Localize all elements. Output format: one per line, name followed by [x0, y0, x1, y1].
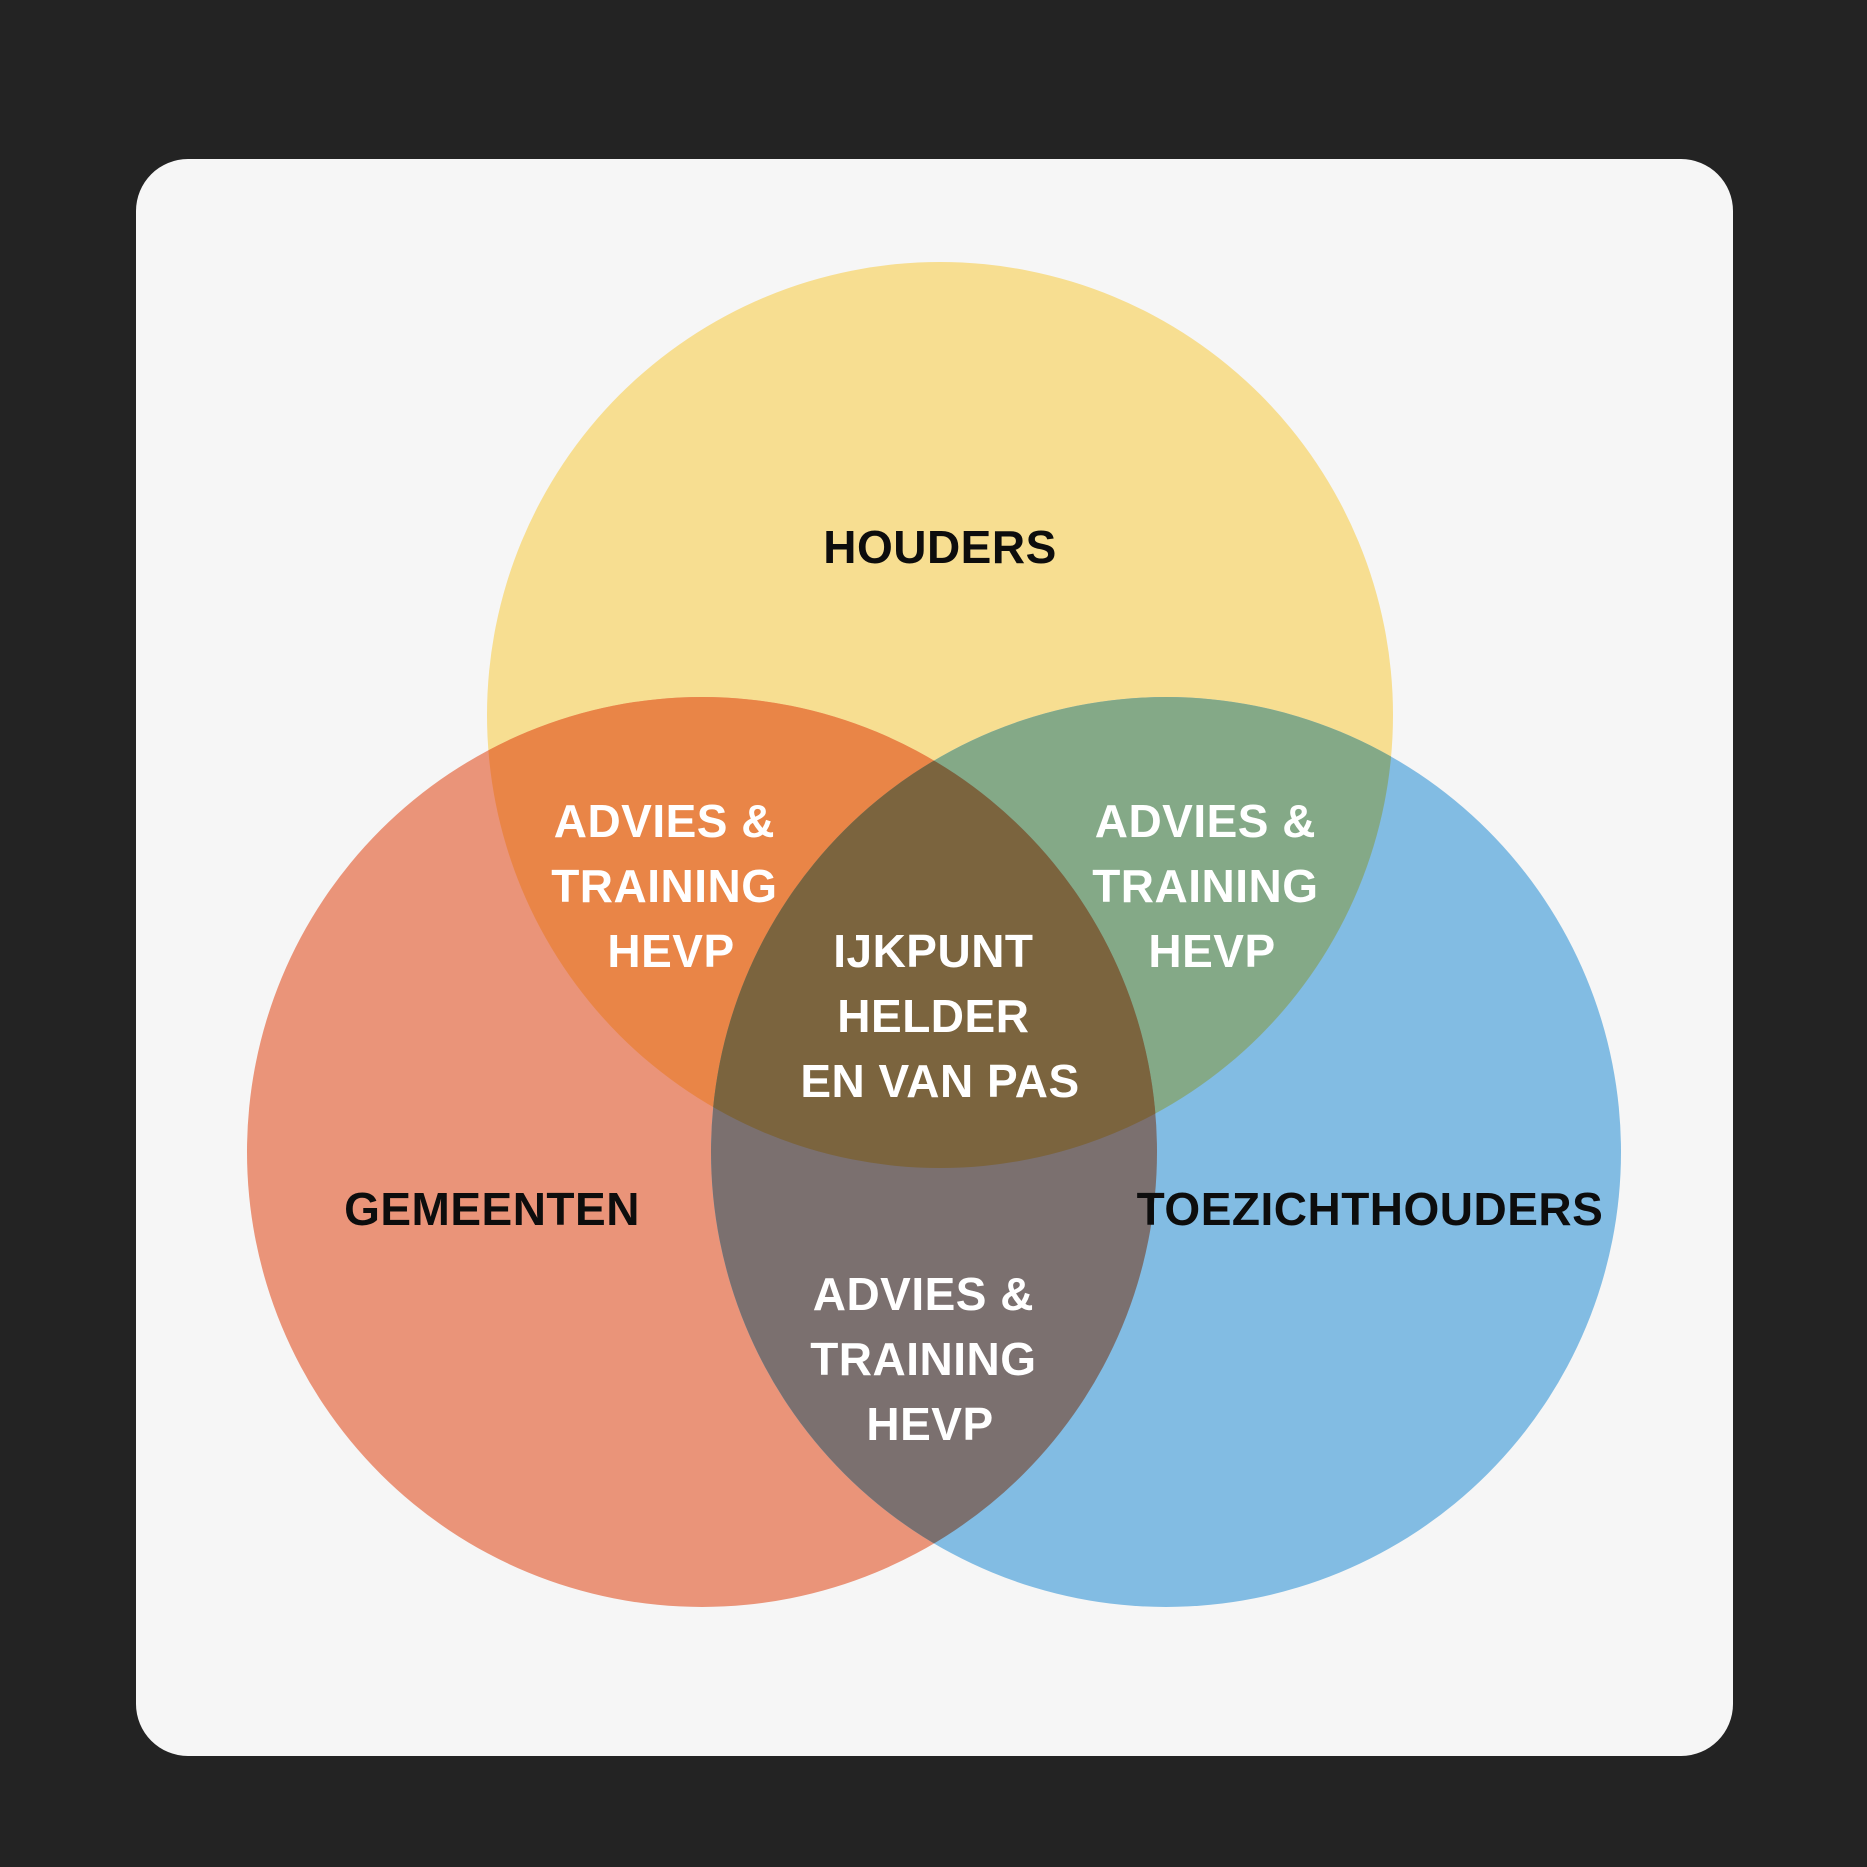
set-label-gemeenten: GEMEENTEN [344, 1183, 640, 1235]
overlap-center [711, 697, 1157, 1168]
region-line: IJKPUNT [833, 925, 1033, 977]
region-label-top-left: ADVIES & TRAINING HEVP [551, 795, 791, 977]
region-line: TRAINING [551, 860, 777, 912]
region-line: ADVIES & [1095, 795, 1316, 847]
region-line: HEVP [607, 925, 734, 977]
region-line: HEVP [1148, 925, 1275, 977]
region-line: EN VAN PAS [800, 1055, 1079, 1107]
region-label-bottom: ADVIES & TRAINING HEVP [810, 1268, 1050, 1450]
set-label-houders: HOUDERS [823, 521, 1057, 573]
region-line: HEVP [866, 1398, 993, 1450]
set-label-toezichthouders: TOEZICHTHOUDERS [1137, 1183, 1604, 1235]
region-line: HELDER [837, 990, 1029, 1042]
region-label-center: IJKPUNT HELDER EN VAN PAS [800, 925, 1079, 1107]
region-line: ADVIES & [554, 795, 775, 847]
region-line: TRAINING [1092, 860, 1318, 912]
region-line: ADVIES & [813, 1268, 1034, 1320]
region-label-top-right: ADVIES & TRAINING HEVP [1092, 795, 1332, 977]
region-line: TRAINING [810, 1333, 1036, 1385]
